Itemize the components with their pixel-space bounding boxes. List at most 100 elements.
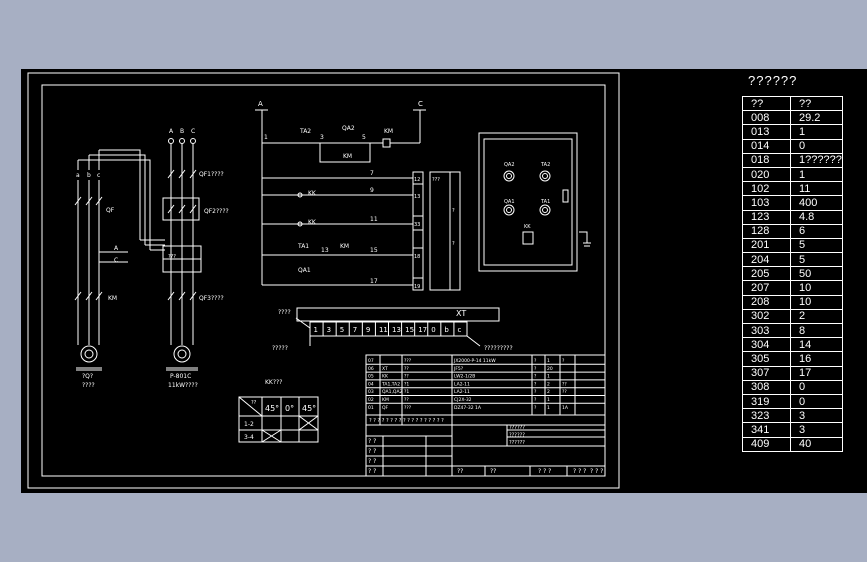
xt-cell: 11 [379, 326, 388, 334]
param-code: 014 [742, 138, 791, 154]
param-value: 50 [790, 266, 843, 282]
phase-a-top: A [169, 128, 174, 135]
qf-label: QF [106, 207, 115, 214]
param-code: 409 [742, 436, 791, 452]
bom-cell: JF5? [453, 366, 464, 372]
param-code: 302 [742, 308, 791, 325]
param-code: 020 [742, 166, 791, 183]
param-value: 2 [790, 308, 843, 325]
svg-text:QA1: QA1 [298, 267, 311, 274]
xt-cell: c [457, 326, 461, 334]
svg-text:45°: 45° [265, 404, 279, 413]
sign-row: ? ? [368, 438, 376, 445]
phase-c-ctrl: C [418, 100, 423, 108]
bom-cell: 20 [547, 366, 553, 372]
relay-q1: ??? [168, 254, 176, 260]
xt-cell: 15 [405, 326, 414, 334]
km-left-label: KM [108, 295, 117, 302]
node-c-label: C [114, 257, 118, 264]
param-value: 5 [790, 252, 843, 268]
bom-cell: QA1,QA2 [382, 389, 403, 395]
svg-text:TA2: TA2 [540, 162, 550, 168]
bom-cell: 1 [547, 405, 550, 411]
param-value: 16 [790, 351, 843, 367]
svg-text:3-4: 3-4 [244, 434, 254, 441]
svg-text:TA2: TA2 [299, 128, 311, 135]
svg-text:17: 17 [370, 278, 378, 285]
sign-row: ? ? [368, 458, 376, 465]
svg-text:13: 13 [321, 247, 329, 254]
bom-cell: 1 [547, 397, 550, 403]
bom-cell: TA1,TA2 [381, 381, 400, 387]
svg-text:7: 7 [370, 170, 374, 177]
param-code: 341 [742, 422, 791, 438]
bom-cell: ? [534, 366, 537, 372]
svg-text:KK: KK [308, 190, 317, 197]
xt-cell: 3 [327, 326, 331, 334]
param-code: 008 [742, 110, 791, 126]
bom-cell: 1 [547, 358, 550, 364]
motor1-label: ?Q? [82, 373, 93, 380]
kk-switch-table: KK??? ?? 45° 0° 45° 1-2 3-4 [238, 379, 319, 443]
bom-cell: QF [382, 405, 389, 411]
param-value: 11 [790, 181, 843, 197]
bom-cell: ?? [562, 389, 567, 395]
svg-text:QA1: QA1 [504, 199, 515, 205]
bom-cell: ? [534, 381, 537, 387]
bom-cell: 03 [368, 389, 374, 395]
param-value: 17 [790, 365, 843, 381]
svg-text:3: 3 [320, 134, 324, 141]
bom-cell: ?? [404, 397, 409, 403]
svg-text:?????: ????? [272, 345, 288, 352]
param-value: 29.2 [790, 110, 843, 126]
bom-cell: 2 [547, 381, 550, 387]
param-code: 013 [742, 124, 791, 140]
title-row: ?????? [509, 425, 525, 431]
param-value: 14 [790, 337, 843, 353]
phase-a-ctrl: A [258, 100, 263, 108]
bom-cell: 1 [547, 374, 550, 380]
bom-cell: ??? [404, 405, 412, 411]
xt-cell: 17 [418, 326, 427, 334]
sign-row: ? ? [368, 448, 376, 455]
motor2-sub-label: 11kW???? [168, 382, 198, 389]
param-code: 201 [742, 237, 791, 254]
bom-cell: CJ2X-32 [454, 397, 472, 403]
bom-cell: ? [534, 358, 537, 364]
bottom-label: ? ? ? [590, 468, 603, 475]
phase-a-label: a [76, 172, 80, 179]
param-value: 1 [790, 166, 843, 183]
xt-cell: 13 [392, 326, 401, 334]
svg-text:???: ??? [432, 177, 440, 183]
bom-cell: ?? [404, 366, 409, 372]
drawing-canvas [21, 69, 867, 493]
bom-cell: 02 [368, 397, 374, 403]
param-code: 102 [742, 181, 791, 197]
svg-text:?: ? [452, 208, 455, 214]
param-code: 103 [742, 195, 791, 211]
svg-text:KM: KM [384, 128, 393, 135]
bom-header: ? ? ? ? ? ? ? ? ? ? ? ? ? ? ? ? ? ? [369, 418, 444, 424]
outer-frame [27, 72, 620, 489]
svg-text:KM: KM [340, 243, 349, 250]
param-code: 303 [742, 322, 791, 339]
bom-cell: LW2-1/2B [454, 374, 475, 380]
param-code: 123 [742, 209, 791, 225]
param-code: 305 [742, 351, 791, 367]
node-a-label: A [114, 245, 119, 252]
param-value: 5 [790, 237, 843, 254]
bom-cell: ?1 [404, 389, 409, 395]
bottom-label: ? ? ? [538, 468, 551, 475]
param-value: 10 [790, 280, 843, 296]
bom-cell: 1A [562, 405, 569, 411]
